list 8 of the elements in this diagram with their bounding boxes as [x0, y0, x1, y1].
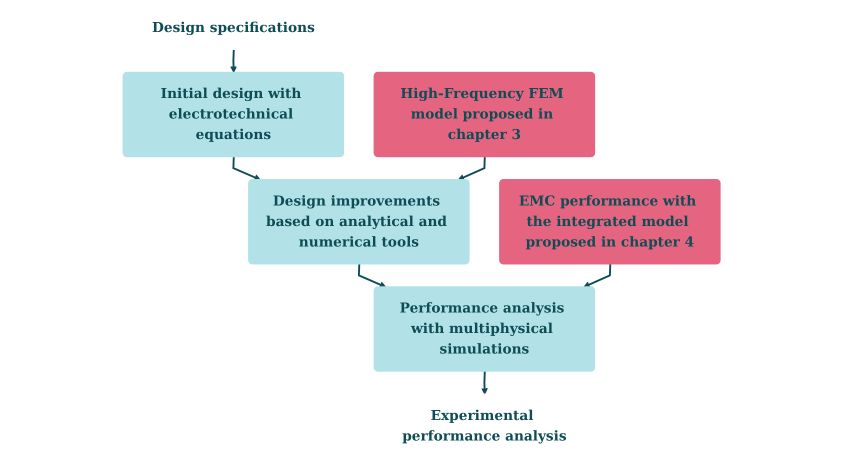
arrow [584, 264, 612, 288]
arrow [482, 372, 488, 395]
arrow [230, 50, 238, 73]
node-text: Experimental performance analysis [402, 408, 567, 444]
node-text: Design specifications [152, 20, 316, 36]
arrow [358, 264, 387, 288]
arrow [232, 157, 262, 181]
arrow [458, 157, 486, 180]
